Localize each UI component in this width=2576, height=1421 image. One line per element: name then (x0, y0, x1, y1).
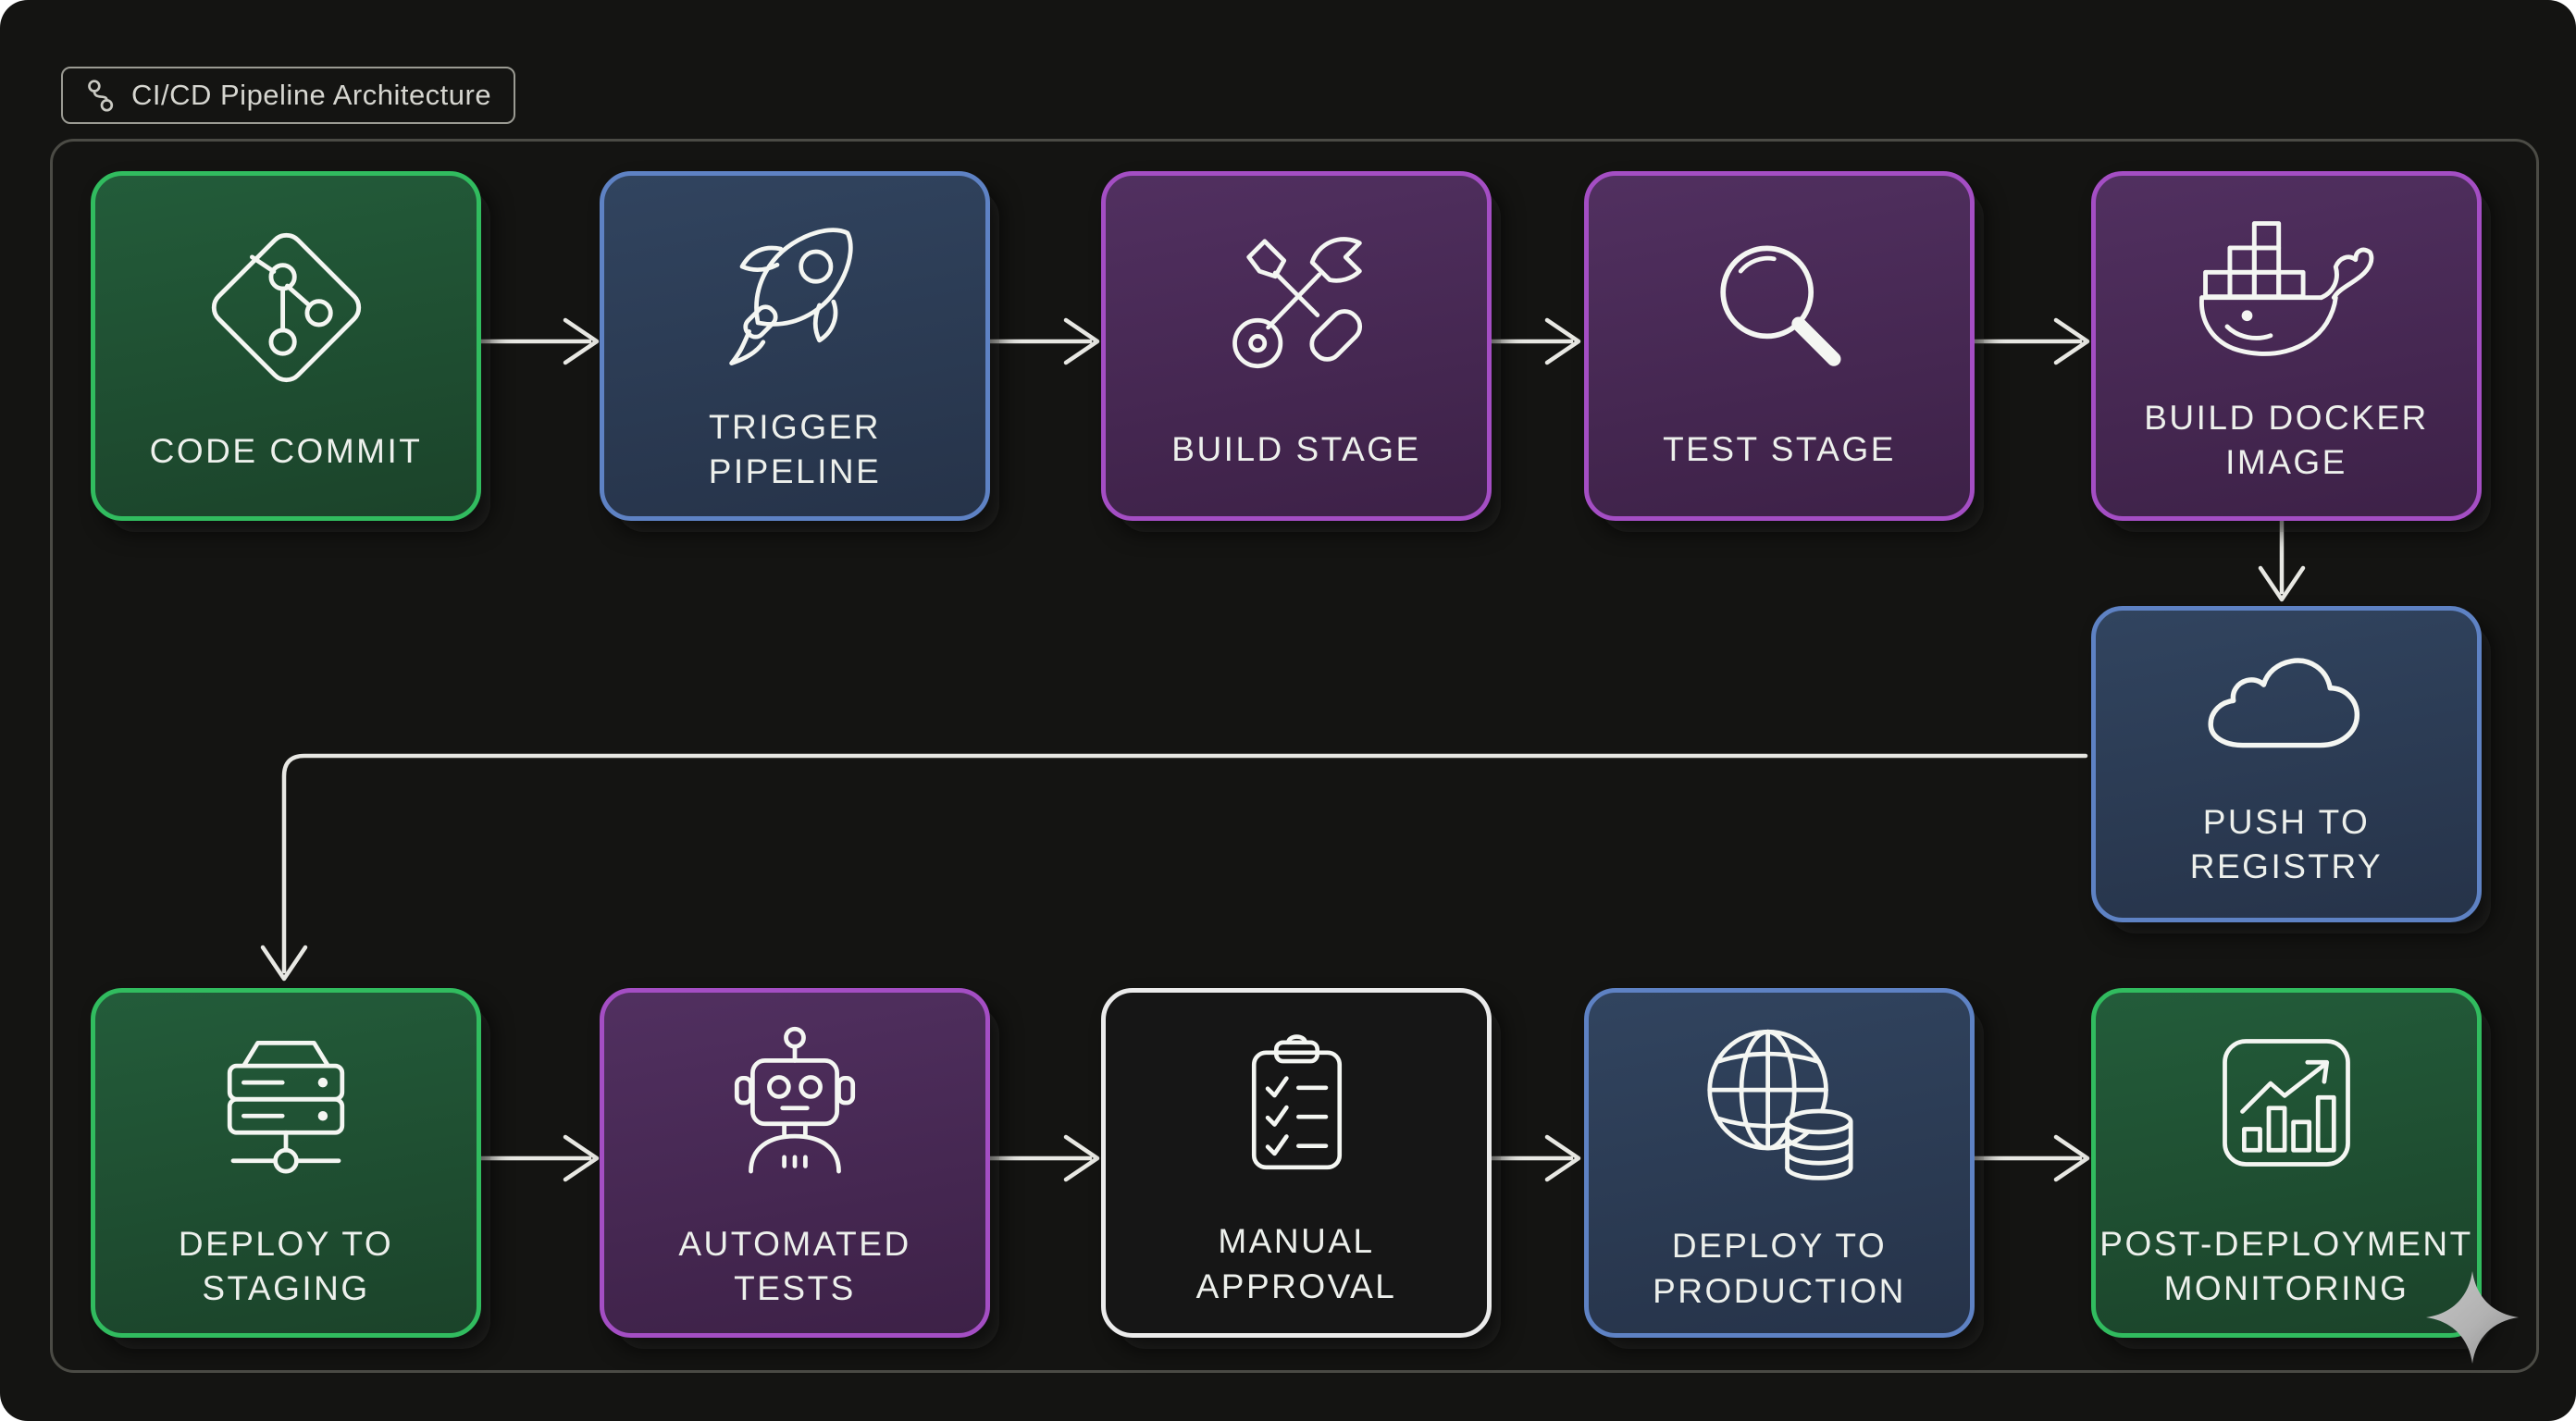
node-deploy-to-production[interactable]: DEPLOY TO PRODUCTION (1584, 988, 1975, 1338)
node-label: AUTOMATED TESTS (678, 1224, 911, 1307)
node-manual-approval[interactable]: MANUAL APPROVAL (1101, 988, 1492, 1338)
magnifier-icon (1720, 245, 1841, 366)
node-push-to-registry[interactable]: PUSH TO REGISTRY (2091, 606, 2482, 922)
cloud-icon (2208, 658, 2360, 748)
node-post-deployment-monitoring[interactable]: POST-DEPLOYMENT MONITORING (2091, 988, 2482, 1338)
node-trigger-pipeline[interactable]: TRIGGER PIPELINE (600, 171, 990, 521)
node-label: MANUAL APPROVAL (1195, 1222, 1397, 1305)
clipboard-checklist-icon (1251, 1034, 1342, 1170)
rocket-icon (729, 228, 853, 365)
globe-database-icon (1707, 1030, 1853, 1181)
node-label: DEPLOY TO STAGING (178, 1224, 394, 1307)
node-label: TEST STAGE (1663, 429, 1896, 468)
node-label: POST-DEPLOYMENT MONITORING (2099, 1224, 2473, 1307)
server-stack-icon (227, 1040, 345, 1174)
git-branch-icon (88, 80, 114, 112)
node-build-docker-image[interactable]: BUILD DOCKER IMAGE (2091, 171, 2482, 521)
node-label: CODE COMMIT (149, 432, 423, 471)
git-commit-icon (211, 233, 361, 383)
bar-chart-growth-icon (2223, 1039, 2350, 1167)
robot-icon (734, 1026, 856, 1174)
node-test-stage[interactable]: TEST STAGE (1584, 171, 1975, 521)
node-code-commit[interactable]: CODE COMMIT (91, 171, 481, 521)
node-deploy-to-staging[interactable]: DEPLOY TO STAGING (91, 988, 481, 1338)
diagram-title: CI/CD Pipeline Architecture (131, 79, 492, 111)
tools-icon (1232, 237, 1363, 369)
diagram-border (50, 139, 2539, 1373)
node-label: DEPLOY TO PRODUCTION (1653, 1227, 1906, 1310)
node-label: TRIGGER PIPELINE (708, 407, 882, 490)
node-label: BUILD DOCKER IMAGE (2144, 398, 2429, 481)
node-label: PUSH TO REGISTRY (2189, 802, 2384, 885)
node-automated-tests[interactable]: AUTOMATED TESTS (600, 988, 990, 1338)
node-label: BUILD STAGE (1171, 429, 1421, 468)
diagram-title-box: CI/CD Pipeline Architecture (61, 67, 516, 124)
sparkle-icon (2426, 1271, 2519, 1364)
node-build-stage[interactable]: BUILD STAGE (1101, 171, 1492, 521)
docker-whale-icon (2198, 221, 2373, 356)
